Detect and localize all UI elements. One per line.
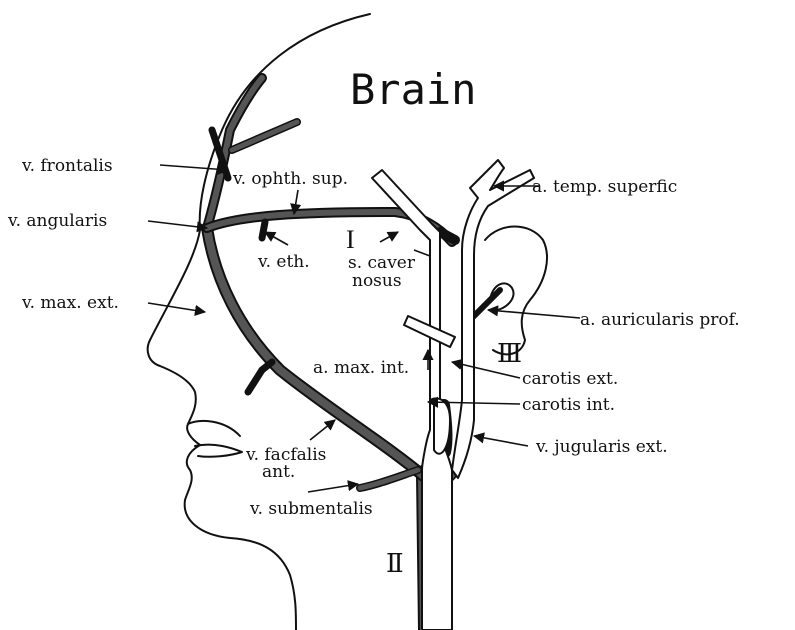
label-v-submentalis: v. submentalis	[249, 499, 373, 519]
label-roman-2: Ⅱ	[386, 549, 404, 578]
label-v-ophth-sup: v. ophth. sup.	[232, 169, 348, 189]
lower-lip	[195, 445, 242, 457]
label-v-jugularis-ext: v. jugularis ext.	[535, 437, 668, 457]
head-profile-outline	[148, 14, 370, 630]
label-a-temp-superfic: a. temp. superfic	[532, 177, 677, 197]
label-v-angularis: v. angularis	[7, 211, 107, 231]
label-s-cavernosus-1: s. caver	[348, 253, 416, 273]
label-carotis-int: carotis int.	[522, 395, 615, 415]
label-carotis-ext: carotis ext.	[522, 369, 618, 389]
label-v-frontalis: v. frontalis	[21, 156, 113, 176]
label-s-cavernosus-2: nosus	[352, 271, 402, 291]
upper-lip	[188, 421, 240, 436]
label-a-auricularis-prof: a. auricularis prof.	[580, 310, 740, 330]
label-roman-1: I	[346, 225, 355, 254]
diagram-title: Brain	[350, 65, 476, 114]
label-roman-3: Ⅲ	[497, 339, 522, 368]
label-v-max-ext: v. max. ext.	[21, 293, 119, 313]
label-a-max-int: a. max. int.	[313, 358, 409, 378]
ear-outline	[485, 227, 547, 355]
vein-network	[207, 78, 500, 630]
label-v-facfalis-2: ant.	[262, 462, 295, 482]
label-v-eth: v. eth.	[257, 252, 310, 272]
